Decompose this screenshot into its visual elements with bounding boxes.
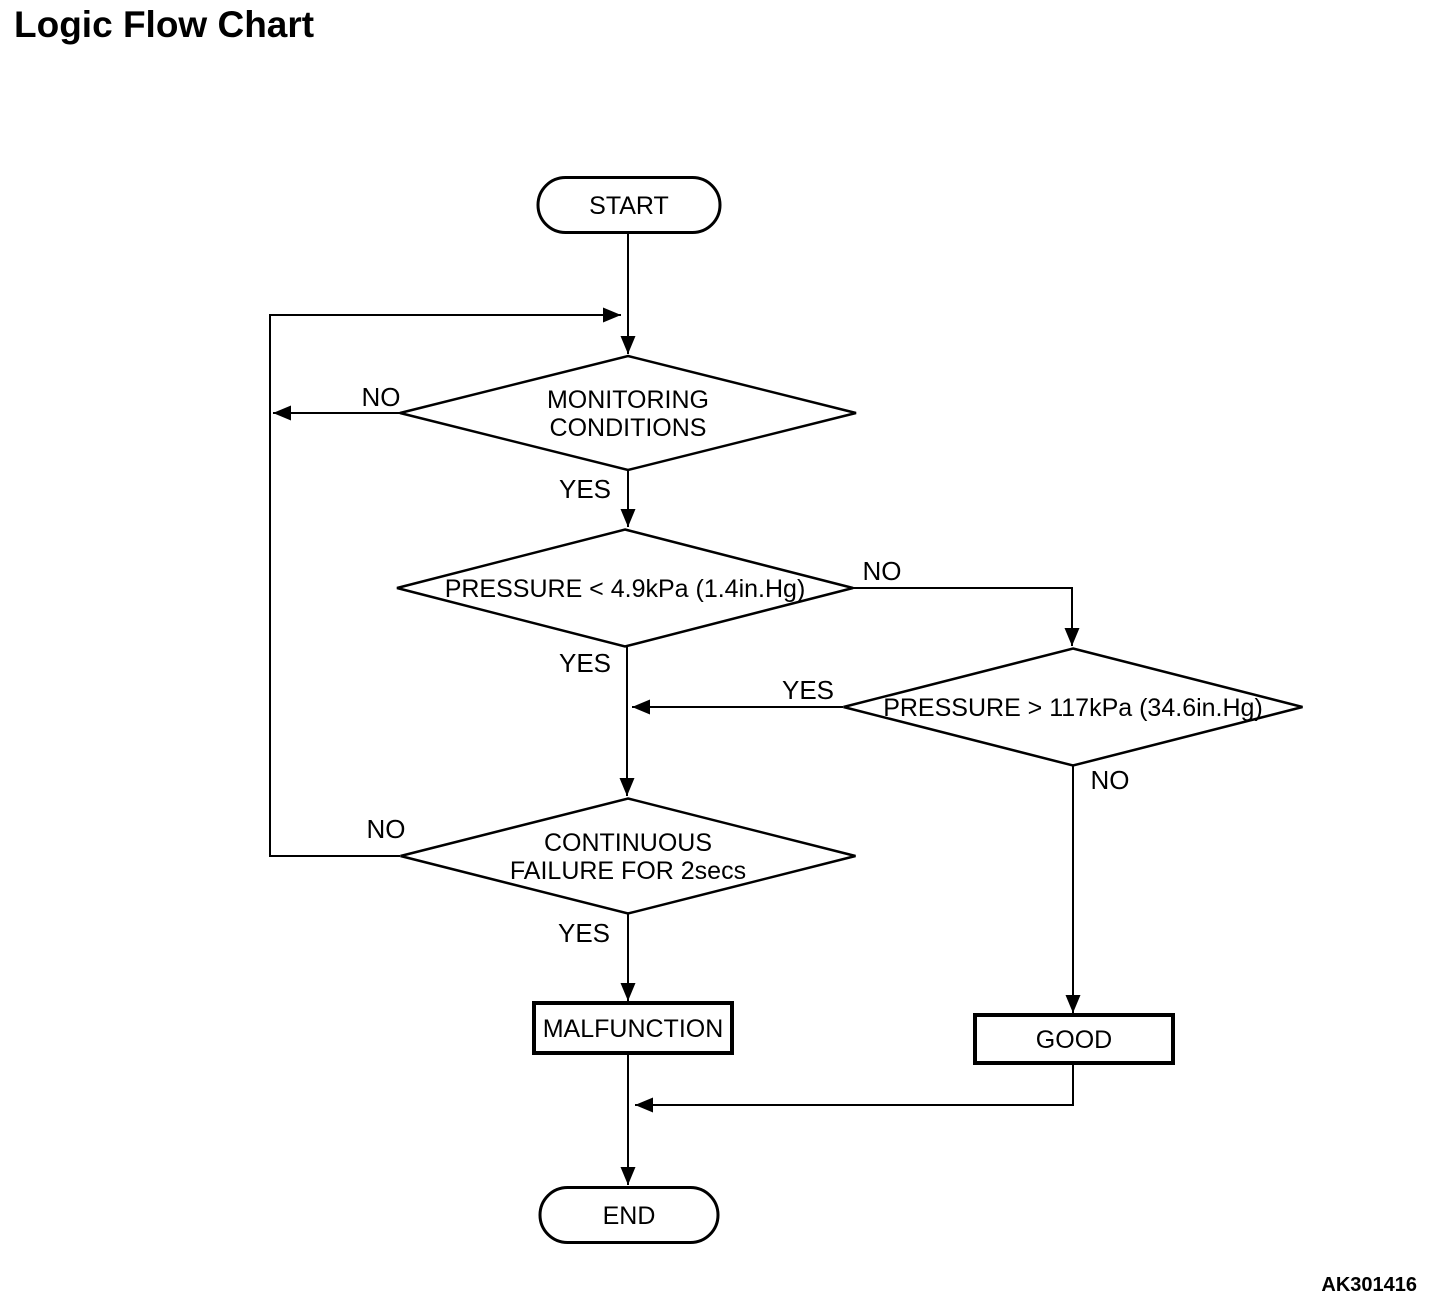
pressure-low-shape (396, 528, 854, 648)
page-title: Logic Flow Chart (14, 4, 315, 45)
edge-label-pressure-high-no: NO (1091, 765, 1130, 795)
edge-start-to-monitoring (620, 232, 636, 354)
edge-pressure-high-yes: YES (632, 675, 843, 715)
edge-line-pressure-low-no (852, 587, 1073, 646)
arrowhead-icon (632, 699, 650, 715)
edge-continuous-failure-no: NO (269, 307, 621, 857)
edge-good-to-merge (635, 1063, 1074, 1113)
start-label: START (589, 192, 669, 220)
figure-code: AK301416 (1321, 1274, 1417, 1296)
start-shape (536, 176, 722, 234)
monitoring-conditions-shape (399, 354, 857, 472)
edge-pressure-high-no: NO (1065, 765, 1130, 1013)
arrowhead-icon (635, 1097, 653, 1113)
edge-pressure-low-yes: YES (559, 646, 635, 796)
edge-malfunction-to-end (620, 1053, 636, 1185)
pressure-low-label: PRESSURE < 4.9kPa (1.4in.Hg) (445, 575, 806, 603)
arrowhead-icon (620, 983, 636, 1001)
node-good: GOOD (973, 1013, 1175, 1065)
node-pressure-high: PRESSURE > 117kPa (34.6in.Hg) (843, 647, 1303, 767)
arrowhead-icon (620, 1167, 636, 1185)
continuous-failure-label: FAILURE FOR 2secs (510, 857, 746, 885)
arrowhead-icon (273, 405, 291, 421)
pressure-high-shape (843, 647, 1303, 767)
arrowhead-icon (620, 336, 636, 354)
edge-label-monitoring-yes: YES (559, 474, 611, 504)
edge-label-continuous-failure-yes: YES (558, 918, 610, 948)
node-start: START (536, 176, 722, 234)
good-label: GOOD (1036, 1026, 1112, 1054)
edge-label-pressure-low-yes: YES (559, 648, 611, 678)
edge-line-good-to-merge (635, 1063, 1074, 1106)
edge-pressure-low-no: NO (852, 556, 1080, 646)
node-pressure-low: PRESSURE < 4.9kPa (1.4in.Hg) (396, 528, 854, 648)
malfunction-shape (532, 1001, 734, 1055)
edge-label-pressure-low-no: NO (863, 556, 902, 586)
good-shape (973, 1013, 1175, 1065)
edge-label-pressure-high-yes: YES (782, 675, 834, 705)
edge-label-monitoring-no: NO (362, 382, 401, 412)
arrowhead-icon (1065, 995, 1081, 1013)
arrowhead-icon (1064, 628, 1080, 646)
malfunction-label: MALFUNCTION (543, 1015, 724, 1043)
arrowhead-icon (603, 307, 621, 323)
edge-monitoring-no: NO (273, 382, 401, 421)
edge-line-continuous-failure-no (269, 314, 621, 857)
continuous-failure-label: CONTINUOUS (544, 829, 712, 857)
node-end: END (538, 1186, 720, 1244)
pressure-high-label: PRESSURE > 117kPa (34.6in.Hg) (883, 694, 1263, 722)
arrowhead-icon (619, 778, 635, 796)
arrowhead-icon (620, 509, 636, 527)
edge-monitoring-yes: YES (559, 470, 636, 527)
monitoring-conditions-label: MONITORING (547, 386, 709, 414)
edge-continuous-failure-yes: YES (558, 913, 636, 1001)
node-malfunction: MALFUNCTION (532, 1001, 734, 1055)
continuous-failure-shape (400, 797, 856, 915)
edge-label-continuous-failure-no: NO (367, 814, 406, 844)
end-label: END (603, 1202, 656, 1230)
end-shape (538, 1186, 720, 1244)
monitoring-conditions-label: CONDITIONS (550, 414, 707, 442)
